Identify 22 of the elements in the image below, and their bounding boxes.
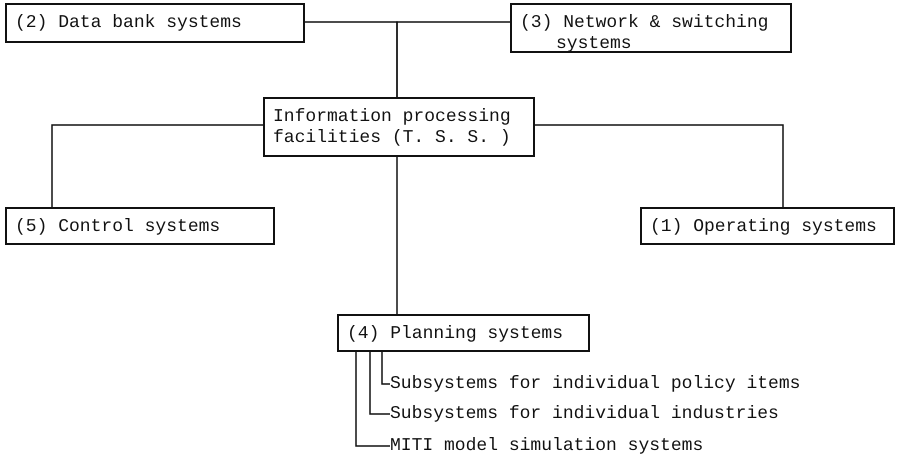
box-label: (2) Data bank systems: [15, 13, 243, 34]
branch-label: MITI model simulation systems: [390, 436, 890, 457]
box-label: Information processing facilities (T. S. S. ): [273, 107, 512, 149]
process-box: [263, 97, 535, 157]
process-box: [337, 314, 590, 352]
process-box: [510, 3, 792, 53]
connector-line: [381, 352, 390, 385]
box-label: (1) Operating systems: [650, 217, 878, 238]
connector-line: [396, 157, 398, 314]
connector-line: [51, 124, 263, 207]
connector-line: [355, 352, 390, 447]
process-box: [5, 207, 275, 245]
connector-line: [369, 352, 390, 415]
connector-line: [535, 124, 784, 207]
branch-label: Subsystems for individual industries: [390, 404, 890, 425]
process-box: [640, 207, 895, 245]
box-label: (3) Network & switching systems: [520, 13, 770, 55]
branch-label: Subsystems for individual policy items: [390, 374, 890, 395]
process-box: [5, 3, 305, 43]
connector-line: [396, 21, 510, 97]
box-label: (4) Planning systems: [347, 324, 564, 345]
box-label: (5) Control systems: [15, 217, 222, 238]
